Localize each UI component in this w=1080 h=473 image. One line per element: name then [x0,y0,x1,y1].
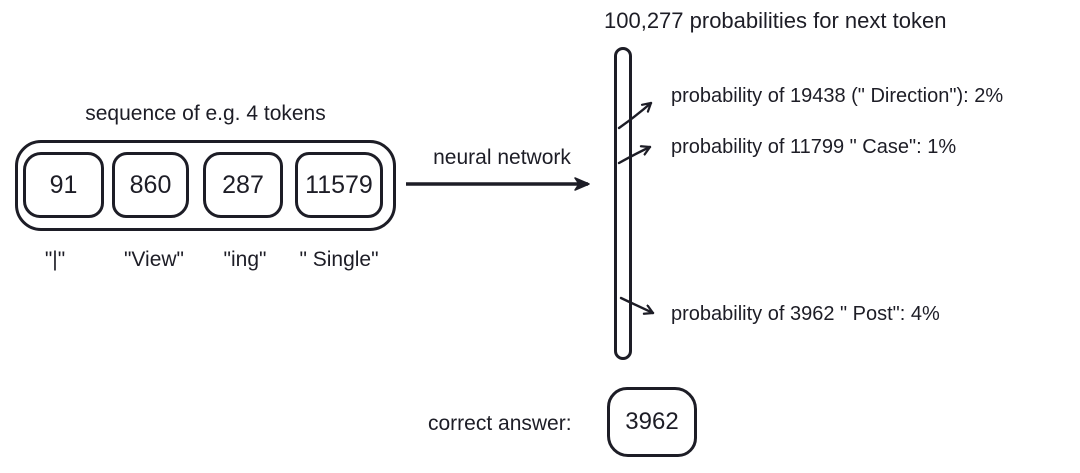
probability-label-direction: probability of 19438 (" Direction"): 2% [671,85,1004,107]
probability-vector-bar [614,47,632,360]
token-string-label: "View" [123,248,185,271]
probability-label-post: probability of 3962 " Post": 4% [671,303,940,325]
correct-answer-value: 3962 [625,408,679,435]
token-box-91: 91 [23,152,104,218]
token-string-label: " Single" [299,248,379,271]
token-id: 11579 [305,170,373,199]
correct-answer-box: 3962 [607,387,697,457]
token-string-label: "|" [44,248,66,271]
token-box-11579: 11579 [295,152,383,218]
correct-answer-label: correct answer: [428,412,572,435]
neural-network-label: neural network [433,146,571,169]
probability-label-case: probability of 11799 " Case": 1% [671,136,957,158]
token-id: 287 [222,170,264,199]
sequence-label: sequence of e.g. 4 tokens [85,102,326,125]
token-box-860: 860 [112,152,189,218]
token-string-label: "ing" [223,248,267,271]
token-box-287: 287 [203,152,283,218]
probabilities-title: 100,277 probabilities for next token [604,8,947,33]
token-id: 91 [49,170,78,199]
token-id: 860 [129,170,172,199]
